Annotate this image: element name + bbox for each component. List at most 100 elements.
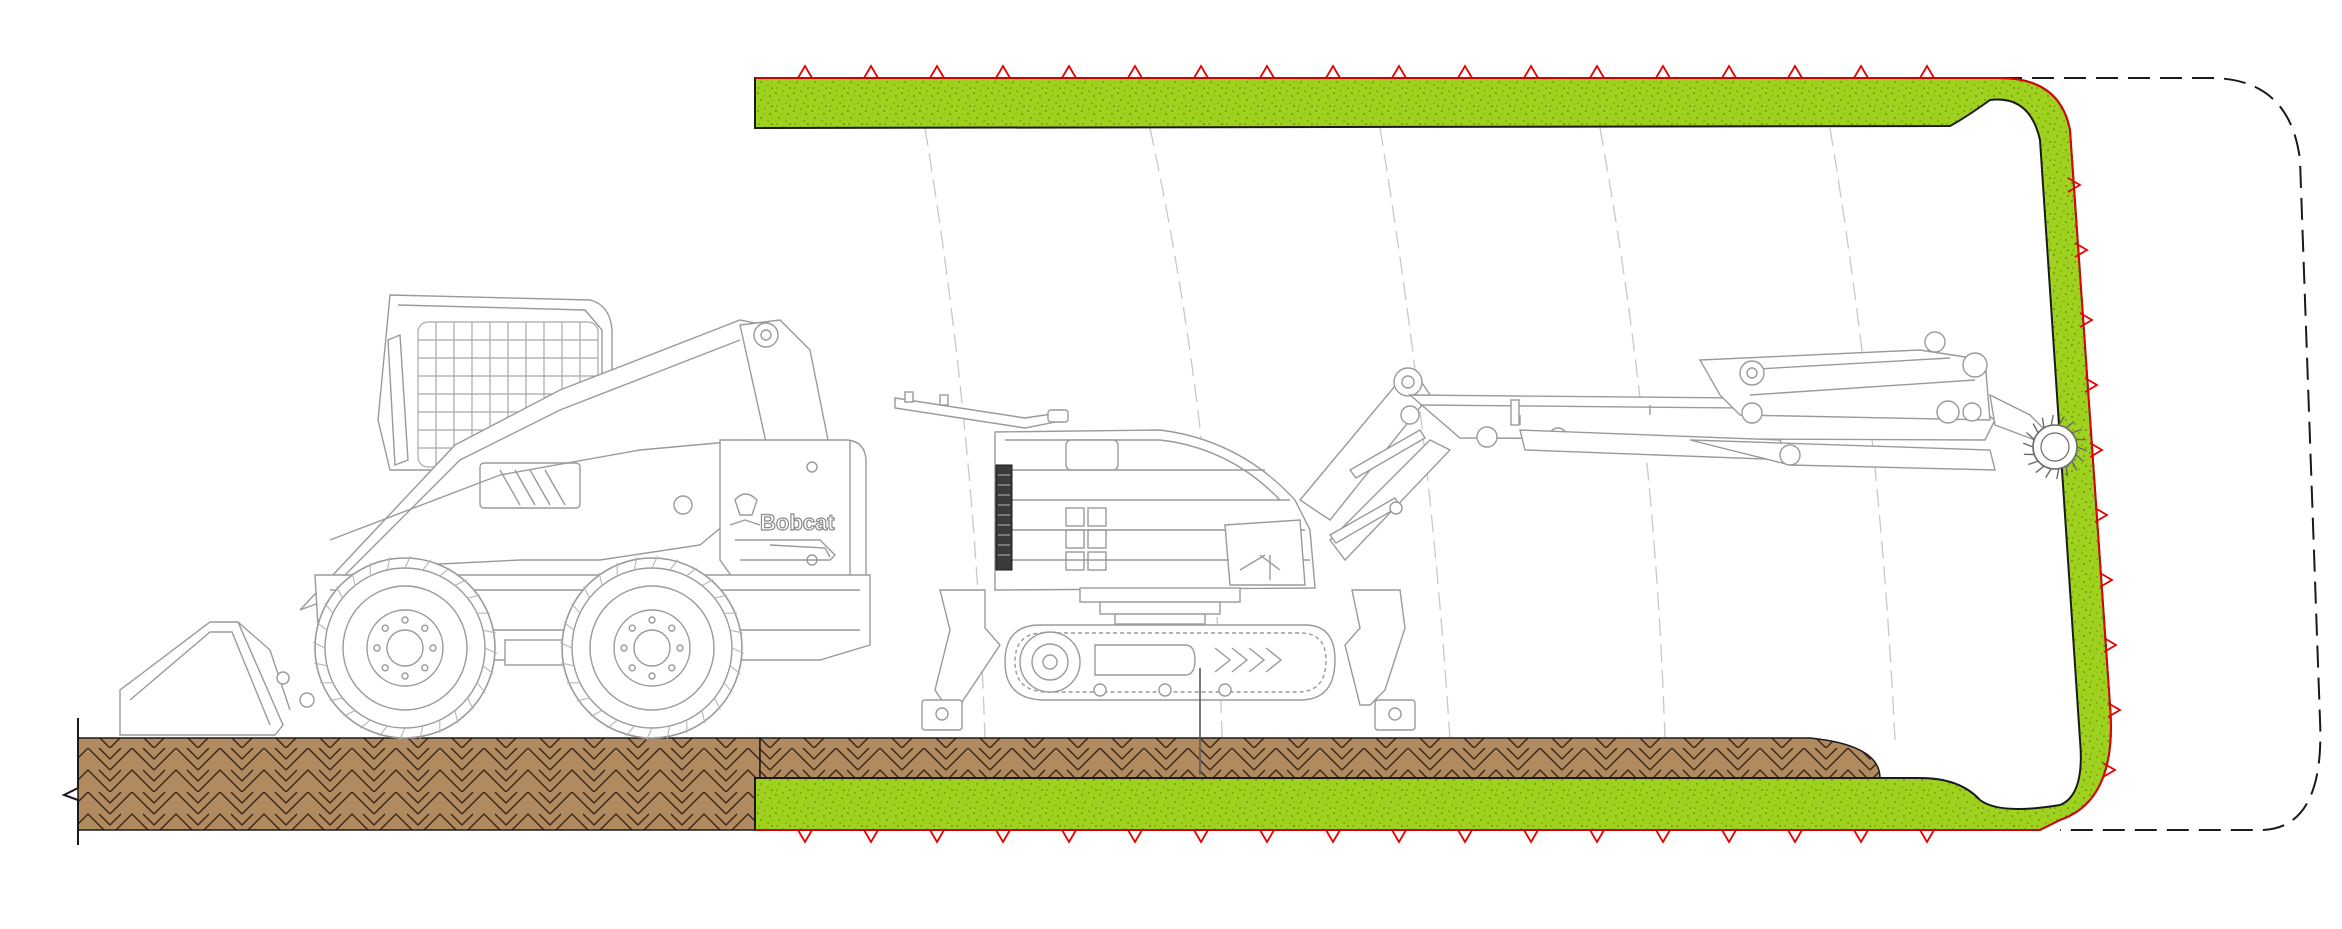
tire-lug	[729, 665, 741, 675]
wheel-bolt	[676, 644, 684, 652]
tooth-top	[929, 64, 945, 79]
tooth-top	[1919, 64, 1935, 79]
tire-lug	[482, 629, 496, 634]
tooth-wall	[2089, 442, 2104, 458]
tooth-bottom	[1061, 829, 1077, 844]
tire-lug	[314, 662, 328, 667]
tooth-top	[1853, 64, 1869, 79]
tooth-top	[1457, 64, 1473, 79]
tire-lug	[454, 710, 459, 724]
tire-lug	[439, 567, 451, 577]
tire-lug	[701, 579, 714, 586]
tooth-bottom	[1259, 829, 1275, 844]
cutter-spike	[2035, 465, 2045, 474]
tire-lug	[467, 594, 481, 599]
cutter-spike	[2076, 446, 2088, 452]
tooth-top	[1523, 64, 1539, 79]
tooth-wall	[2099, 572, 2114, 588]
tooth-top	[1655, 64, 1671, 79]
tooth-bottom	[1457, 829, 1473, 844]
tire-lug	[398, 727, 406, 741]
tooth-top	[1061, 64, 1077, 79]
tire-lug	[482, 665, 494, 675]
future-excavation-boundary	[2000, 77, 2322, 831]
wheel-bolt	[401, 616, 409, 624]
tire-lug	[686, 567, 698, 577]
rear-tire	[559, 555, 745, 741]
side-vents	[479, 462, 581, 509]
tire-lug	[714, 697, 721, 710]
wheel-bolt	[628, 624, 636, 632]
cutter-spike	[2071, 460, 2078, 471]
tire-lug	[714, 594, 728, 599]
tire-lug	[351, 572, 356, 586]
ground-layer	[61, 718, 1881, 845]
tire-lug	[559, 641, 573, 649]
tire-lug	[476, 682, 486, 694]
cutter-spike	[2045, 468, 2052, 478]
tire-lug	[645, 727, 653, 741]
wheel-bolt	[668, 624, 676, 632]
wheel-bolt	[429, 644, 437, 652]
wheel-bolt	[381, 624, 389, 632]
wheel-bolt	[628, 664, 636, 672]
tooth-wall	[2102, 762, 2117, 778]
tooth-bottom	[863, 829, 879, 844]
tooth-top	[1787, 64, 1803, 79]
wheel-bolt	[648, 616, 656, 624]
tooth-bottom	[995, 829, 1011, 844]
cutter-spike	[2022, 442, 2034, 448]
tire-lug	[312, 641, 326, 649]
tooth-top	[797, 64, 813, 79]
cutter-spike	[2058, 416, 2065, 426]
tooth-wall	[2103, 637, 2118, 653]
tooth-top	[863, 64, 879, 79]
wheel-bolt	[401, 672, 409, 680]
tooth-bottom	[1853, 829, 1869, 844]
tire-lug	[454, 579, 467, 586]
tooth-wall	[2094, 507, 2109, 523]
wheel-bolt	[421, 664, 429, 672]
bobcat-head-icon	[729, 493, 761, 526]
tooth-wall	[2074, 242, 2089, 258]
tire-lug	[606, 719, 618, 729]
tire-lug	[386, 557, 391, 571]
tire-lug	[701, 710, 706, 724]
front-tire	[312, 555, 498, 741]
tooth-bottom	[1127, 829, 1143, 844]
tooth-bottom	[1655, 829, 1671, 844]
cutter-spike	[2065, 420, 2075, 429]
tooth-bottom	[1787, 829, 1803, 844]
tooth-top	[1127, 64, 1143, 79]
tire-lug	[666, 725, 671, 739]
tooth-bottom	[797, 829, 813, 844]
cutter-spike	[2041, 417, 2045, 429]
tire-lug	[669, 559, 679, 571]
tire-lug	[651, 555, 659, 569]
tooth-bottom	[1391, 829, 1407, 844]
track-chevrons	[1214, 647, 1283, 673]
tire-lug	[404, 555, 412, 569]
cutter-spike	[2025, 432, 2035, 441]
demolition-robot	[894, 331, 2088, 775]
tire-lug	[563, 621, 575, 631]
tire-lug	[343, 710, 356, 717]
tire-lug	[625, 725, 635, 737]
tire-lug	[484, 647, 498, 655]
tire-lug	[590, 710, 603, 717]
tooth-top	[1391, 64, 1407, 79]
cutter-spike	[2056, 468, 2060, 480]
tooth-wall	[2107, 702, 2122, 718]
tire-lug	[571, 602, 581, 614]
tooth-wall	[2084, 377, 2099, 393]
brand-label: Bobcat	[760, 510, 835, 535]
crawler-track	[1004, 624, 1336, 701]
tire-lug	[329, 697, 343, 702]
cutter-spike	[2071, 428, 2083, 434]
tooth-top	[1589, 64, 1605, 79]
tire-lug	[723, 682, 733, 694]
wheel-bolt	[620, 644, 628, 652]
tire-lug	[378, 725, 388, 737]
tooth-bottom	[1325, 829, 1341, 844]
